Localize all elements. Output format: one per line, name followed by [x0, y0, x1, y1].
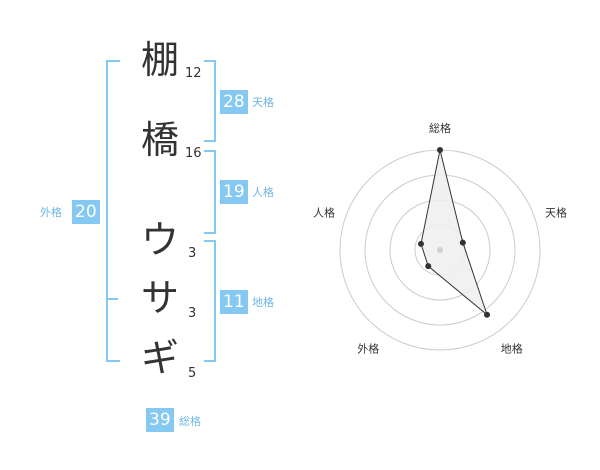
jinkaku-label: 人格: [252, 186, 274, 199]
radar-point: [437, 147, 443, 153]
name-char-1: 棚: [140, 38, 179, 82]
radar-axis-label: 人格: [313, 205, 335, 219]
radar-axis-label: 総格: [429, 121, 451, 135]
radar-series-area: [420, 149, 489, 317]
gaikaku-value: 20: [72, 200, 100, 224]
stroke-count-2: 16: [185, 146, 202, 161]
gaikaku-bracket-tick: [106, 298, 118, 300]
radar-point: [425, 263, 432, 270]
radar-axis-label: 外格: [357, 342, 379, 356]
stroke-count-4: 3: [188, 306, 197, 321]
soukaku-label: 総格: [179, 415, 201, 428]
jinkaku-value: 19: [220, 180, 248, 204]
radar-point: [417, 240, 424, 247]
stroke-count-3: 3: [188, 246, 197, 261]
radar-center-dot: [437, 247, 443, 253]
stroke-count-5: 5: [188, 366, 197, 381]
chikaku-label: 地格: [252, 296, 274, 309]
gaikaku-bracket: [106, 60, 120, 362]
radar-axis-label: 天格: [545, 205, 567, 219]
name-char-5: ギ: [140, 336, 179, 380]
soukaku-value: 39: [146, 408, 174, 432]
tenkaku-label: 天格: [252, 96, 274, 109]
name-char-3: ウ: [140, 218, 179, 262]
name-char-4: サ: [140, 276, 179, 320]
chikaku-bracket: [204, 240, 216, 362]
name-char-2: 橋: [140, 118, 179, 162]
radar-point: [459, 239, 466, 246]
jinkaku-bracket: [204, 150, 216, 234]
chikaku-value: 11: [220, 290, 248, 314]
gaikaku-label: 外格: [40, 206, 62, 219]
tenkaku-value: 28: [220, 90, 248, 114]
radar-axis-label: 地格: [501, 342, 523, 356]
tenkaku-bracket: [204, 60, 216, 142]
radar-point: [484, 311, 491, 318]
stroke-count-1: 12: [185, 66, 202, 81]
